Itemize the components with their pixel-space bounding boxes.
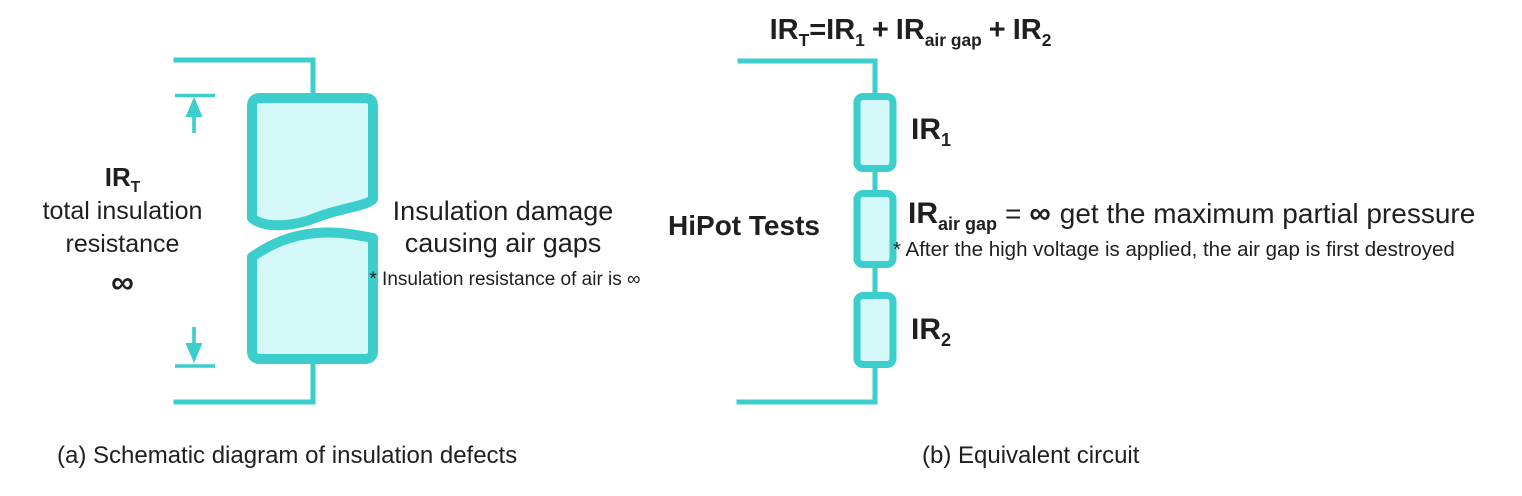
ir-air-gap-symbol: IRair gap — [908, 197, 998, 234]
total-insulation-resistance-label: IRT total insulation resistance ∞ — [20, 162, 225, 302]
formula-ir-air-gap: IRair gap — [895, 14, 982, 50]
bottom-lead-wire-b — [736, 361, 878, 405]
top-lead-wire-a — [173, 57, 316, 99]
air-gap-destroyed-note: * After the high voltage is applied, the… — [893, 238, 1455, 261]
total-insulation-line: total insulation — [42, 196, 203, 225]
damage-line-2: causing air gaps — [404, 227, 602, 258]
caption-b: (b) Equivalent circuit — [922, 442, 1140, 469]
infinity-symbol-a: ∞ — [111, 263, 134, 300]
caption-a: (a) Schematic diagram of insulation defe… — [57, 442, 518, 469]
hipot-tests-label: HiPot Tests — [668, 210, 820, 241]
bottom-lead-wire-a — [173, 359, 316, 405]
panel-b-graphics — [736, 58, 897, 405]
top-lead-wire-b — [737, 58, 878, 101]
resistor-ir2 — [853, 292, 897, 368]
insulation-block-top — [247, 93, 378, 231]
formula-ir-1: IR1 — [826, 14, 865, 50]
resistor-ir1 — [853, 93, 897, 172]
ir2-label: IR2 — [911, 313, 952, 350]
panel-a-graphics — [173, 57, 378, 405]
air-gap-equals: = — [1005, 198, 1022, 229]
ir-t-subscript: T — [130, 179, 141, 197]
max-partial-pressure-text: get the maximum partial pressure — [1059, 198, 1476, 229]
air-resistance-note: * Insulation resistance of air is ∞ — [369, 269, 641, 290]
formula-ir-2: IR2 — [1012, 14, 1052, 50]
ir-t-text: IR — [104, 162, 131, 192]
formula-plus-2: + — [988, 14, 1006, 46]
ir-total-formula: IRT=IR1+IRair gap+IR2 — [738, 13, 1083, 50]
damage-line-1: Insulation damage — [392, 196, 614, 226]
up-arrow-icon — [185, 97, 203, 117]
resistor-ir-air-gap — [853, 190, 897, 268]
ir-t-symbol: IRT — [20, 162, 225, 197]
ir1-label: IR1 — [911, 113, 952, 150]
formula-plus-1: + — [871, 14, 889, 46]
infinity-symbol-b: ∞ — [1029, 197, 1051, 230]
insulation-block-bottom — [247, 227, 378, 364]
formula-ir-t: IRT — [769, 14, 810, 50]
ir-air-gap-line: IRair gap=∞ get the maximum partial press… — [908, 196, 1476, 234]
down-arrow-icon — [185, 343, 203, 363]
formula-equals: = — [809, 14, 827, 46]
insulation-damage-label: Insulation damage causing air gaps — [352, 196, 654, 260]
resistance-line: resistance — [65, 230, 180, 259]
